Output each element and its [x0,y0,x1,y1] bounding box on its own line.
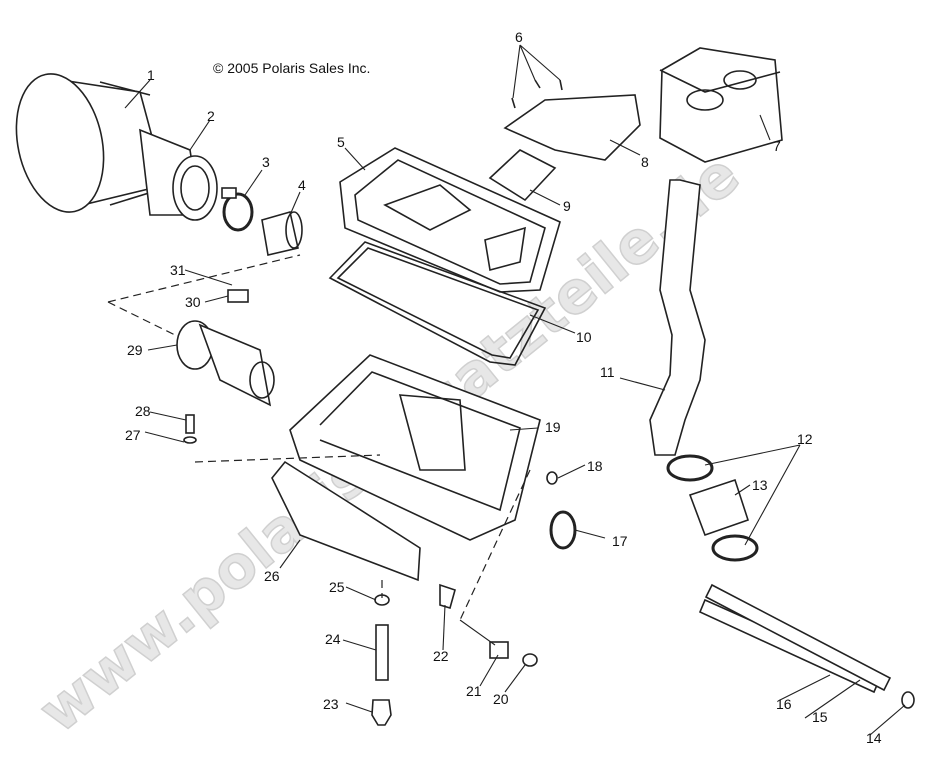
intake-tube [649,179,706,456]
callout-20: 20 [493,691,509,707]
clamp-17 [549,510,577,550]
airbox-lid [339,147,561,293]
sensor [227,289,249,303]
callout-30: 30 [185,294,201,310]
fitting-23 [371,699,392,726]
tube-24 [375,624,389,681]
boot [688,478,750,537]
air-filter [15,73,166,213]
callout-7: 7 [773,138,781,154]
callout-26: 26 [264,568,280,584]
filter-sleeve [139,128,218,221]
callout-29: 29 [127,342,143,358]
callout-3: 3 [262,154,270,170]
callout-14: 14 [866,730,882,746]
assembly-lines [107,254,531,621]
clip-22 [439,583,456,610]
callout-13: 13 [752,477,768,493]
airbox-base [289,354,541,541]
callout-17: 17 [612,533,628,549]
screws [511,79,563,109]
callout-4: 4 [298,177,306,193]
clamp-12a [666,454,714,482]
callout-15: 15 [812,709,828,725]
callout-5: 5 [337,134,345,150]
callout-18: 18 [587,458,603,474]
callout-16: 16 [776,696,792,712]
callout-2: 2 [207,108,215,124]
coupler [261,210,303,256]
callout-21: 21 [466,683,482,699]
bolt [185,414,195,434]
cap-21 [489,641,509,659]
callout-23: 23 [323,696,339,712]
duct [503,94,641,161]
inlet-boot [176,320,275,407]
callout-25: 25 [329,579,345,595]
heat-shield [271,460,421,582]
callout-10: 10 [576,329,592,345]
callout-8: 8 [641,154,649,170]
intake-cover [659,47,783,163]
callout-1: 1 [147,67,155,83]
callout-19: 19 [545,419,561,435]
callout-24: 24 [325,631,341,647]
gasket [328,241,547,366]
copyright-notice: © 2005 Polaris Sales Inc. [213,60,371,76]
drain-rod-15 [704,583,892,692]
leader-lines [124,44,906,736]
callout-9: 9 [563,198,571,214]
washer [183,436,197,444]
cover-plate [488,149,557,202]
callouts: 1 2 3 4 5 6 7 8 9 10 11 12 13 14 15 16 1… [125,29,882,746]
clamp-12b [711,534,759,562]
clamp-3 [222,192,254,232]
callout-28: 28 [135,403,151,419]
callout-22: 22 [433,648,449,664]
clamp-14 [901,691,915,709]
callout-31: 31 [170,262,186,278]
callout-11: 11 [600,364,615,380]
callout-12: 12 [797,431,813,447]
clamp-20 [522,653,538,667]
callout-27: 27 [125,427,141,443]
clamp-18 [546,471,558,485]
drain-rod-16 [698,598,882,694]
callout-6: 6 [515,29,523,45]
